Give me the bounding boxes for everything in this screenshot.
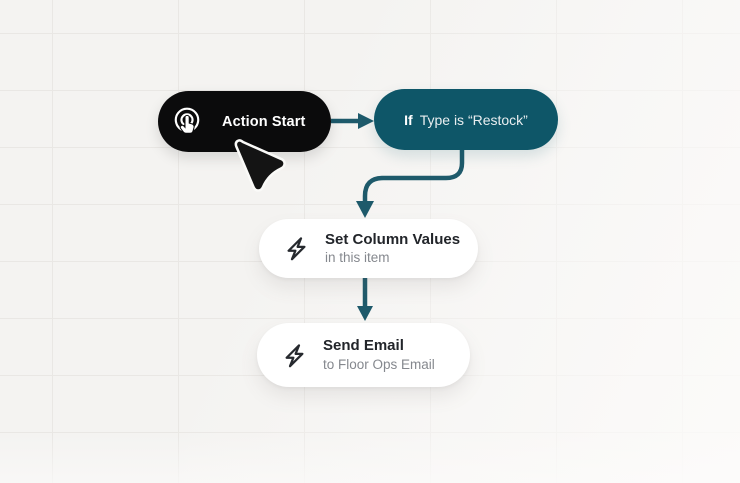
node-condition[interactable]: If Type is “Restock” bbox=[374, 89, 558, 150]
node-action-start[interactable]: Action Start bbox=[158, 91, 331, 152]
arrow-condition-to-set-column bbox=[356, 149, 465, 218]
condition-prefix: If bbox=[404, 111, 413, 128]
arrow-action-to-condition bbox=[331, 113, 374, 129]
node-set-column-values-subtitle: in this item bbox=[325, 250, 390, 266]
node-action-start-label: Action Start bbox=[222, 113, 306, 130]
lightning-bolt-icon bbox=[281, 342, 308, 369]
tap-click-icon bbox=[172, 106, 202, 138]
node-set-column-values-title: Set Column Values bbox=[325, 230, 461, 248]
node-condition-label: Type is “Restock” bbox=[419, 111, 528, 128]
node-send-email-title: Send Email bbox=[323, 337, 404, 355]
arrow-set-column-to-send-email bbox=[357, 278, 373, 321]
node-send-email[interactable]: Send Email to Floor Ops Email bbox=[257, 323, 470, 387]
lightning-bolt-icon bbox=[283, 235, 310, 262]
node-set-column-values[interactable]: Set Column Values in this item bbox=[259, 219, 478, 278]
node-send-email-subtitle: to Floor Ops Email bbox=[323, 356, 435, 372]
